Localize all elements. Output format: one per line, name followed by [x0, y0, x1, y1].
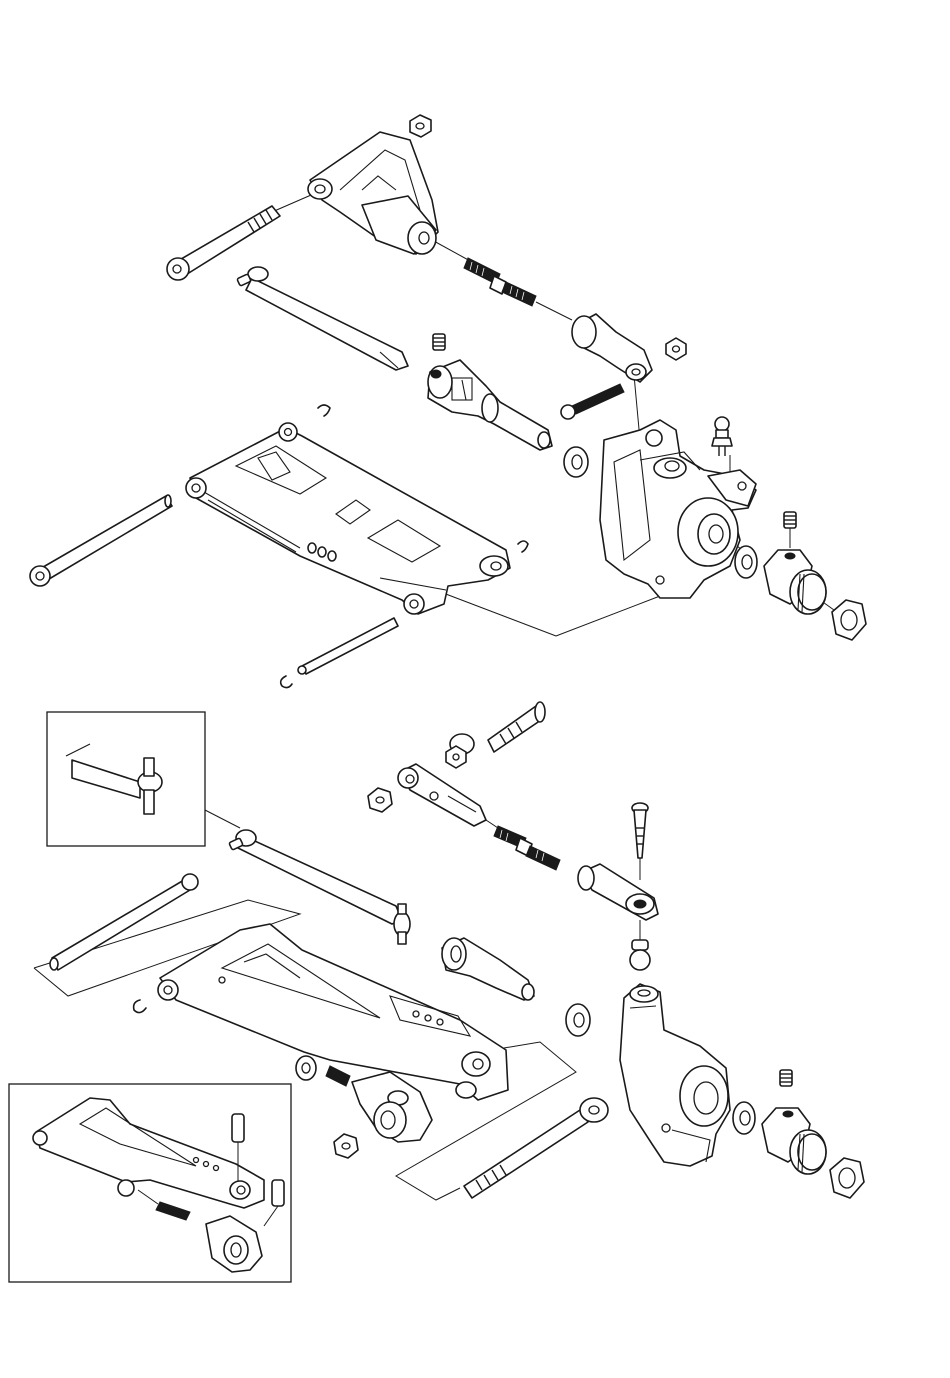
- wheel-hex: [764, 550, 826, 614]
- dogbone-shaft: [237, 267, 408, 370]
- hub-bearing: [735, 546, 757, 578]
- link-ball: [446, 734, 474, 768]
- hex-grub-screw-lower: [780, 1070, 792, 1086]
- upper-link-bolt: [561, 384, 624, 419]
- camber-link-rod-end: [398, 764, 486, 826]
- hex-grub-screw: [784, 512, 796, 528]
- link-screw: [488, 702, 545, 752]
- hinge-pin: [50, 874, 198, 970]
- dogbone-pin-detail-inset: [47, 712, 240, 846]
- inner-hinge-pin: [298, 618, 398, 674]
- wheel-hex-lower: [762, 1108, 826, 1174]
- top-nut: [410, 115, 431, 137]
- arm-assembly-detail-inset: [9, 1084, 291, 1282]
- link-nut: [368, 788, 392, 812]
- long-screw: [464, 1098, 608, 1198]
- countersunk-screw: [632, 803, 648, 858]
- lower-rod-end: [578, 864, 658, 920]
- lower-bearing: [566, 1004, 590, 1036]
- universal-joint: [428, 360, 552, 450]
- steering-knuckle: [620, 984, 730, 1166]
- shock-mount-nut: [334, 1134, 358, 1158]
- hub-carrier: [600, 420, 756, 598]
- turnbuckle-rod: [464, 258, 536, 306]
- upper-rod-end: [572, 314, 652, 382]
- lower-turnbuckle: [494, 826, 560, 870]
- knuckle-bearing: [733, 1102, 755, 1134]
- upper-mount-bracket: [308, 132, 438, 254]
- rod-end-nut: [666, 338, 686, 360]
- outer-hinge-pin: [30, 495, 172, 586]
- wheel-nut-lower: [830, 1158, 864, 1198]
- upper-assembly: [30, 115, 866, 688]
- upper-bearing: [564, 447, 588, 477]
- link-ball-lower: [630, 940, 650, 970]
- wheel-nut: [832, 600, 866, 640]
- drive-cup: [442, 938, 534, 1000]
- lower-suspension-arm: [186, 423, 510, 614]
- e-clip-lower: [134, 1000, 146, 1013]
- ball-stud: [712, 417, 732, 456]
- grub-screw: [433, 334, 445, 350]
